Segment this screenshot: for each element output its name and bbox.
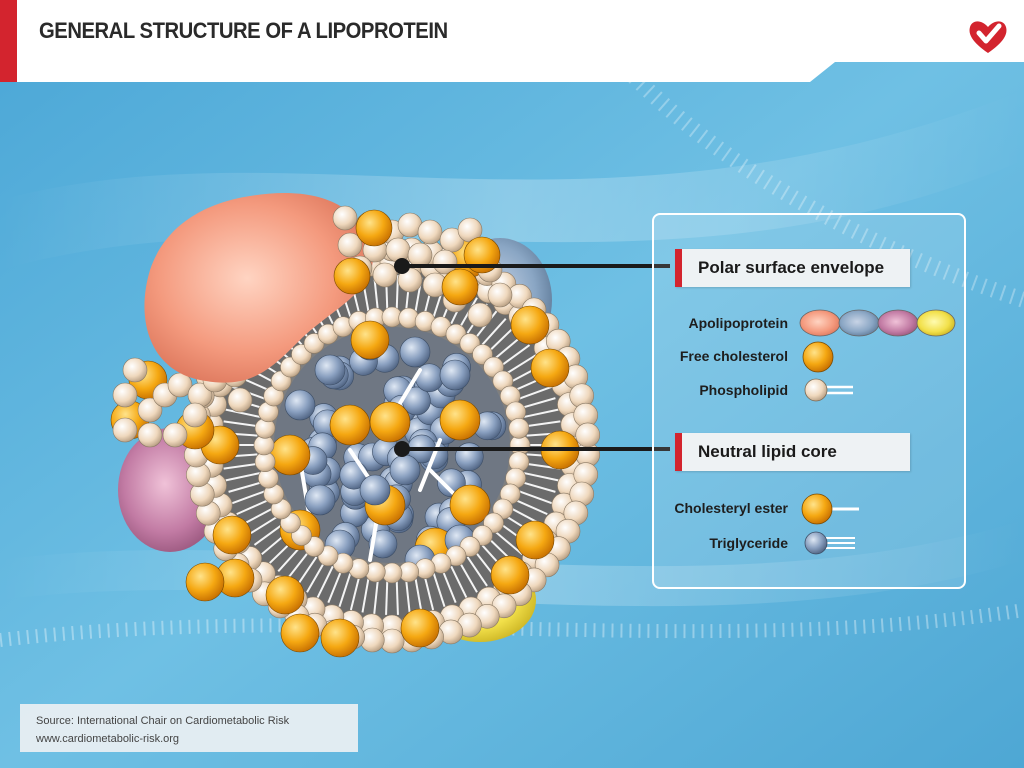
- phospholipid-head: [182, 402, 208, 428]
- triglyceride-sphere: [284, 389, 316, 421]
- source-citation: Source: International Chair on Cardiomet…: [36, 715, 290, 727]
- phospholipid-head: [227, 387, 253, 413]
- cholesteryl-ester-sphere: [269, 434, 311, 476]
- free-cholesterol-sphere: [350, 320, 390, 360]
- phospholipid-head: [407, 242, 433, 268]
- free-cholesterol-sphere: [280, 613, 320, 653]
- phospholipid-icon: [804, 378, 853, 402]
- triglyceride-sphere: [389, 454, 421, 486]
- free-cholesterol-sphere: [355, 209, 393, 247]
- free-cholesterol-sphere: [515, 520, 555, 560]
- neutral-lipid-core-heading: Neutral lipid core: [675, 433, 910, 471]
- free-cholesterol-sphere: [265, 575, 305, 615]
- triglyceride-sphere: [439, 359, 471, 391]
- triglyceride-icon: [804, 531, 855, 555]
- phospholipid-head: [385, 237, 411, 263]
- free-cholesterol-sphere: [333, 257, 371, 295]
- phospholipid-head: [467, 302, 493, 328]
- free-cholesterol-sphere: [185, 562, 225, 602]
- phospholipid-head: [575, 422, 601, 448]
- orange-sphere-icon: [802, 341, 834, 373]
- header-background: [0, 0, 1024, 82]
- pointer-dot-core: [394, 441, 410, 457]
- triglyceride-sphere: [314, 354, 346, 386]
- cholesteryl-ester-sphere: [329, 404, 371, 446]
- free-cholesterol-sphere: [320, 618, 360, 658]
- apolipoprotein-ovals-icon: [799, 309, 956, 337]
- phospholipid-head: [112, 417, 138, 443]
- pointer-dot-polar: [394, 258, 410, 274]
- phospholipid-head: [137, 397, 163, 423]
- free-cholesterol-sphere: [490, 555, 530, 595]
- triglyceride-sphere: [359, 474, 391, 506]
- phospholipid-head: [508, 417, 530, 439]
- lipoprotein-body: [110, 236, 601, 658]
- triglyceride-sphere: [415, 363, 444, 393]
- cholesteryl-ester-sphere: [449, 484, 491, 526]
- source-box: Source: International Chair on Cardiomet…: [20, 704, 358, 752]
- free-cholesterol-sphere: [530, 348, 570, 388]
- polar-surface-envelope-heading: Polar surface envelope: [675, 249, 910, 287]
- free-cholesterol-sphere: [400, 608, 440, 648]
- free-cholesterol-sphere: [441, 268, 479, 306]
- legend-label-triglyceride: Triglyceride: [709, 535, 788, 551]
- phospholipid-head: [137, 422, 163, 448]
- phospholipid-head: [337, 232, 363, 258]
- phospholipid-head: [332, 205, 358, 231]
- cholesteryl-ester-sphere: [439, 399, 481, 441]
- legend-label-apolipoprotein: Apolipoprotein: [688, 315, 788, 331]
- triglyceride-sphere: [368, 529, 398, 559]
- triglyceride-sphere: [399, 336, 431, 368]
- header-bar: GENERAL STRUCTURE OF A LIPOPROTEIN: [0, 0, 1024, 86]
- phospholipid-head: [487, 282, 513, 308]
- page-title: GENERAL STRUCTURE OF A LIPOPROTEIN: [39, 18, 448, 43]
- phospholipid-head: [122, 357, 148, 383]
- free-cholesterol-sphere: [212, 515, 252, 555]
- cholesteryl-ester-sphere: [369, 401, 411, 443]
- phospholipid-head: [372, 262, 398, 288]
- source-url[interactable]: www.cardiometabolic-risk.org: [36, 733, 180, 745]
- phospholipid-head: [112, 382, 138, 408]
- apolipoprotein-salmon: [144, 192, 373, 383]
- legend-label-free-cholesterol: Free cholesterol: [679, 348, 788, 364]
- triglyceride-sphere: [304, 484, 336, 516]
- phospholipid-head: [162, 422, 188, 448]
- free-cholesterol-sphere: [510, 305, 550, 345]
- heart-check-icon: [969, 21, 1007, 53]
- triglyceride-sphere: [454, 442, 484, 472]
- cholesteryl-ester-icon: [801, 493, 859, 525]
- legend-label-cholesteryl-ester: Cholesteryl ester: [674, 500, 788, 516]
- phospholipid-head: [417, 219, 443, 245]
- legend-label-phospholipid: Phospholipid: [699, 382, 788, 398]
